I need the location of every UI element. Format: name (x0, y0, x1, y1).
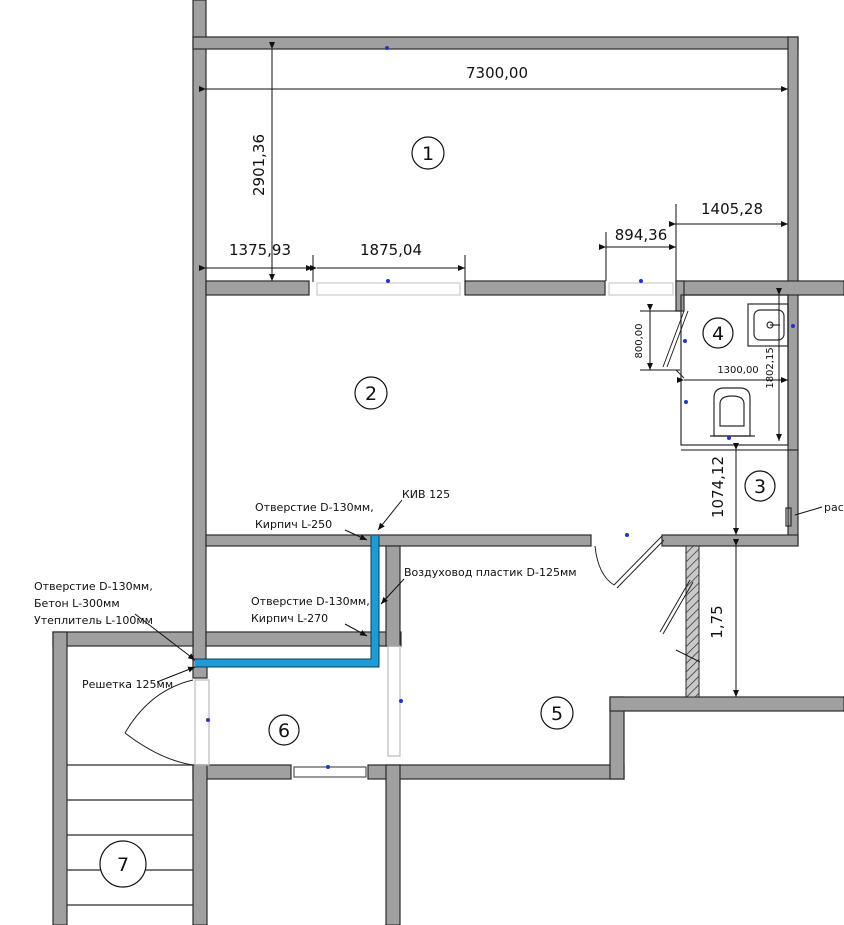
sink-basin (753, 309, 785, 341)
wall-partition-1c (675, 280, 844, 296)
door-room2-leaf (613, 535, 663, 586)
wall-room6-top (205, 631, 402, 647)
note-grille: Решетка 125мм (82, 678, 173, 691)
wall-room6-bottom-a (192, 764, 292, 780)
room-7-label: 7 (99, 840, 147, 888)
sink-icon (747, 303, 789, 347)
wall-top (192, 36, 799, 50)
door-wc-leaf (662, 310, 685, 368)
wall-left-outer (192, 0, 207, 661)
room-6-label: 6 (268, 714, 300, 746)
wall-below-room6 (385, 764, 401, 925)
svg-text:6: 6 (278, 720, 290, 742)
annotations: КИВ 125 Отверстие D-130мм, Кирпич L-250 … (34, 488, 844, 691)
wall-room6-bottom-b (367, 764, 625, 780)
dim-right-opening: 894,36 (615, 226, 668, 244)
snap-points (206, 46, 795, 769)
toilet-seat (719, 395, 745, 427)
note-duct: Воздуховод пластик D-125мм (404, 566, 577, 579)
svg-text:7: 7 (117, 854, 129, 876)
wall-partition-1b (464, 280, 606, 296)
dim-width-total: 7300,00 (466, 64, 528, 82)
wall-hatched-partition (685, 545, 700, 698)
note-cut-off: рас (824, 501, 844, 514)
wall-room2-bottom-b (661, 534, 799, 547)
door-room2-swing (594, 545, 615, 586)
dim-opening-segment: 1875,04 (360, 241, 422, 259)
wall-stair-left (52, 631, 68, 925)
dimension-lines: 7300,00 2901,36 1375,93 1875,04 894,36 1… (199, 42, 798, 697)
svg-text:4: 4 (712, 323, 724, 345)
toilet-icon (713, 387, 751, 437)
wall-stair-right (192, 764, 208, 925)
wall-stair-top (52, 631, 194, 647)
dim-wc-depth: 1802,15 (765, 347, 776, 388)
wall-partition-1a (205, 280, 310, 296)
stair-treads (67, 764, 193, 906)
note-hole-brick-270-line1: Отверстие D-130мм, (251, 595, 370, 608)
svg-text:1: 1 (422, 143, 434, 165)
room-2-label: 2 (354, 376, 388, 410)
note-hole-concrete-line1: Отверстие D-130мм, (34, 580, 153, 593)
dim-wc-width: 1300,00 (717, 365, 758, 376)
room-3-label: 3 (744, 470, 776, 502)
door-corridor-leaf (659, 579, 691, 633)
dim-corridor-depth: 1,75 (708, 605, 726, 638)
note-hole-concrete-line3: Утеплитель L-100мм (34, 614, 153, 627)
dim-door-width: 800,00 (634, 324, 645, 359)
note-hole-brick-270-line2: Кирпич L-270 (251, 612, 328, 625)
svg-text:5: 5 (551, 703, 563, 725)
dim-left-segment: 1375,93 (229, 241, 291, 259)
dim-height-room1: 2901,36 (250, 134, 268, 196)
wall-room5-top-right (609, 696, 844, 712)
wall-wc-left (675, 280, 685, 312)
room-5-label: 5 (540, 696, 574, 730)
svg-text:2: 2 (365, 383, 377, 405)
duct-path (195, 536, 379, 667)
air-duct (195, 536, 380, 668)
doors (67, 282, 701, 906)
dim-right-segment: 1405,28 (701, 200, 763, 218)
note-hole-brick-250-line2: Кирпич L-250 (255, 518, 332, 531)
walls (52, 0, 844, 925)
room-1-label: 1 (411, 136, 445, 170)
dim-room3-depth: 1074,12 (709, 456, 727, 518)
room-4-label: 4 (702, 317, 734, 349)
note-hole-brick-250-line1: Отверстие D-130мм, (255, 501, 374, 514)
note-kiv: КИВ 125 (402, 488, 450, 501)
wall-room2-bottom-a (205, 534, 592, 547)
note-hole-concrete-line2: Бетон L-300мм (34, 597, 120, 610)
svg-text:3: 3 (754, 476, 766, 498)
room-numbers: 1 2 3 4 5 6 7 (99, 136, 776, 888)
door-room6-swing (124, 679, 194, 734)
